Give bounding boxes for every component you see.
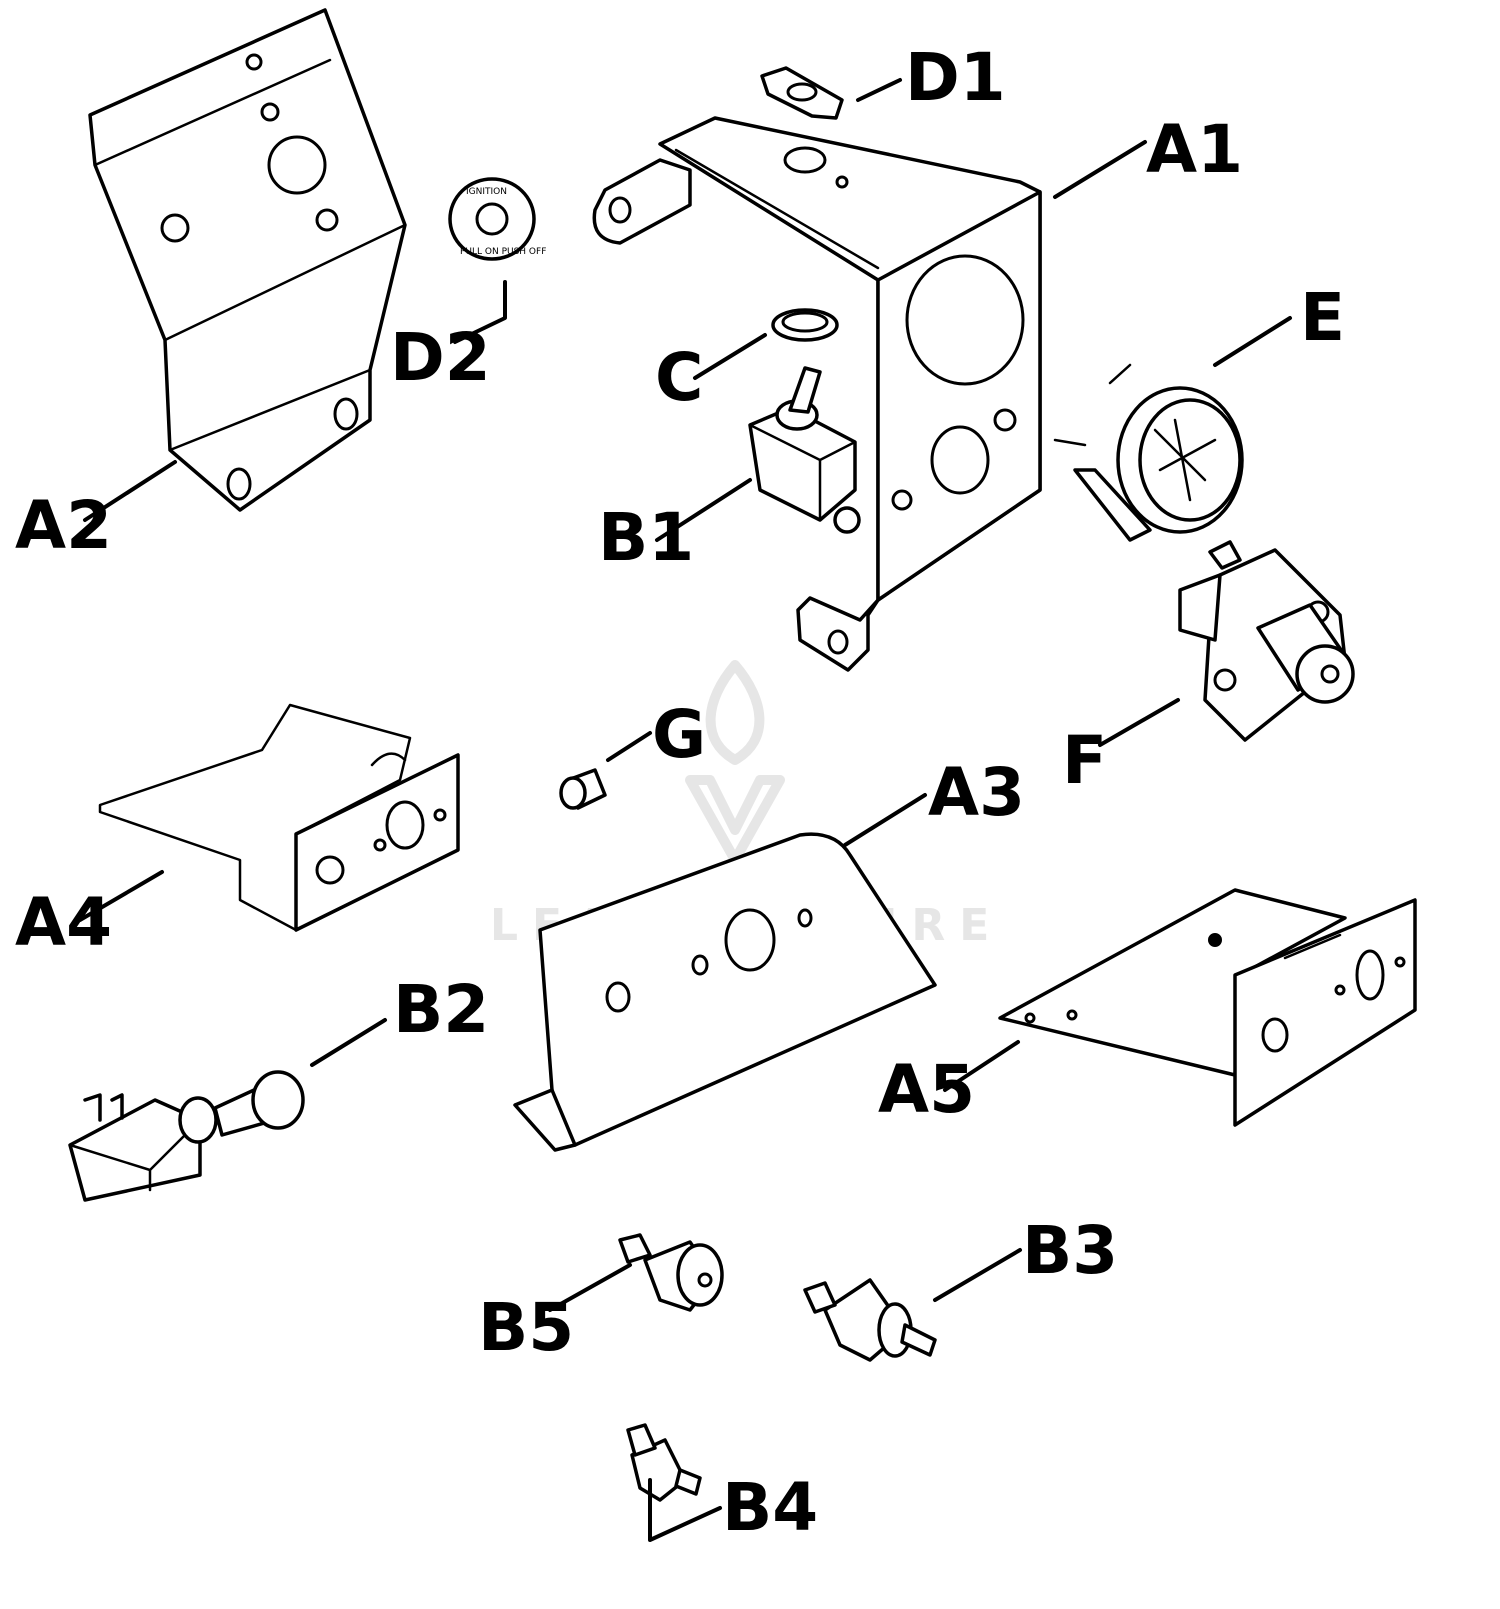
leader-lines (78, 78, 1292, 1542)
leader-b5 (548, 1263, 632, 1312)
decal-text-bottom: PULL ON PUSH OFF (460, 247, 546, 257)
leader-g (606, 731, 652, 762)
label-a3: A3 (928, 754, 1025, 831)
part-g-spacer (559, 768, 607, 810)
part-b1-toggle-switch (748, 366, 861, 534)
part-a5-bracket (998, 888, 1417, 1127)
part-c-ring (771, 308, 839, 342)
part-a4-bracket (98, 703, 460, 932)
part-b5-component (618, 1233, 724, 1312)
leader-a1 (1053, 140, 1147, 199)
leader-b4 (648, 1478, 722, 1542)
decal-text-top: IGNITION (466, 187, 507, 197)
leader-a3 (843, 793, 927, 847)
leader-c (693, 333, 767, 380)
label-b5: B5 (478, 1289, 574, 1366)
label-d1: D1 (905, 39, 1006, 116)
label-b2: B2 (393, 971, 489, 1048)
leader-e (1213, 316, 1292, 367)
label-a4: A4 (15, 884, 112, 961)
label-a2: A2 (15, 487, 112, 564)
label-c: C (655, 339, 703, 416)
part-a3-bracket (513, 832, 937, 1152)
leader-d1 (856, 78, 902, 102)
leader-b2 (310, 1018, 387, 1067)
leader-b3 (933, 1248, 1022, 1302)
label-g: G (652, 696, 706, 773)
label-f: F (1062, 722, 1107, 799)
leader-f (1098, 698, 1180, 747)
part-d2-decal: IGNITION PULL ON PUSH OFF (448, 177, 546, 261)
label-a1: A1 (1146, 111, 1243, 188)
label-b4: B4 (722, 1469, 818, 1546)
leader-b1 (655, 478, 752, 542)
leader-a2 (83, 460, 177, 522)
part-b2-push-pull-switch (68, 1070, 305, 1202)
leader-a5 (943, 1040, 1020, 1092)
part-a2-bracket (88, 8, 407, 512)
leader-a4 (78, 870, 164, 922)
label-d2: D2 (390, 319, 491, 396)
part-a1-bracket (592, 116, 1042, 672)
callout-labels: D1 A1 E D2 C B1 A2 G F A3 A4 B2 A5 B3 B5… (15, 39, 1345, 1546)
part-d1-plate (760, 66, 844, 120)
leader-d2 (453, 280, 507, 344)
label-b3: B3 (1022, 1212, 1118, 1289)
label-e: E (1300, 279, 1345, 356)
part-f-solenoid (1178, 540, 1355, 742)
label-a5: A5 (878, 1051, 975, 1128)
part-e-gauge (1053, 363, 1244, 542)
label-b1: B1 (598, 499, 694, 576)
part-b4-component (626, 1423, 702, 1502)
part-b3-component (803, 1278, 937, 1362)
